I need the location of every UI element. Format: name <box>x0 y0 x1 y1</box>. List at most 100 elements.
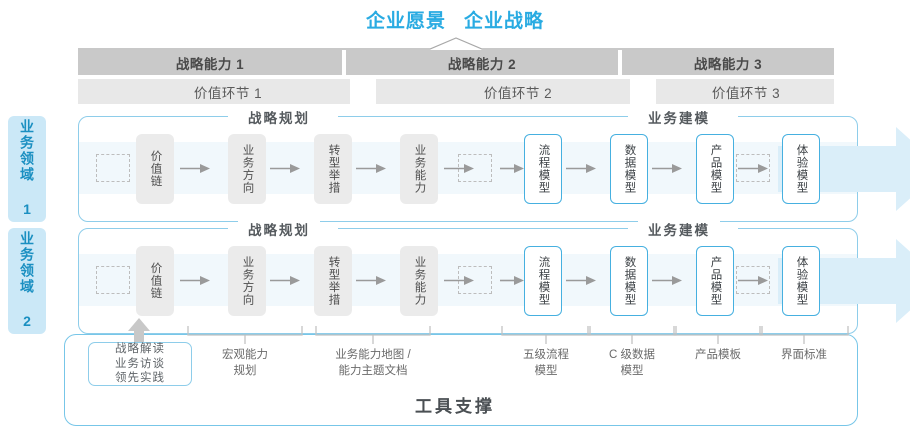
tool-label-macro-capability-l1: 宏观能力 <box>222 349 268 361</box>
row-1-arrow-8-icon <box>738 164 768 173</box>
row-1-placeholder-start <box>96 154 130 182</box>
row-2-node-business-capability[interactable]: 业务能力 <box>400 246 438 316</box>
value-chain-bar-2[interactable]: 价值环节 2 <box>378 79 658 104</box>
domain-chip-2[interactable]: 业务领域 2 <box>8 228 46 334</box>
bracket-product-template <box>673 326 763 344</box>
row-2-node-transformation-measures-label: 转型举措 <box>327 256 340 306</box>
row-1-arrow-1-icon <box>180 164 210 173</box>
capability-bar-3[interactable]: 战略能力 3 <box>622 50 834 75</box>
row-1-node-transformation-measures[interactable]: 转型举措 <box>314 134 352 204</box>
tool-label-ui-standard-l1: 界面标准 <box>781 349 827 361</box>
value-chain-bar-3[interactable]: 价值环节 3 <box>658 79 834 104</box>
tool-label-process-model-l2: 模型 <box>534 364 558 377</box>
row-2-node-data-model[interactable]: 数据模型 <box>610 246 648 316</box>
tool-label-data-model: C 级数据 模型 <box>586 348 678 379</box>
row-2-node-data-model-label: 数据模型 <box>623 256 636 306</box>
row-1-node-product-model[interactable]: 产品模型 <box>696 134 734 204</box>
row-2-node-experience-model[interactable]: 体验模型 <box>782 246 820 316</box>
tool-label-capability-map-l1: 业务能力地图 / <box>335 349 411 361</box>
row-1-node-value-chain[interactable]: 价值链 <box>136 134 174 204</box>
row-2-arrow-4-icon <box>444 276 474 285</box>
tool-label-product-template-l1: 产品模板 <box>695 349 741 361</box>
row-1-section-title-planning: 战略规划 <box>238 107 320 127</box>
row-2-node-business-capability-label: 业务能力 <box>413 256 426 306</box>
row-2-node-value-chain-label: 价值链 <box>149 262 162 300</box>
row-1-node-process-model[interactable]: 流程模型 <box>524 134 562 204</box>
row-1-section-title-modeling: 业务建模 <box>638 107 720 127</box>
bracket-process-model <box>501 326 591 344</box>
bracket-macro-capability <box>187 326 303 344</box>
row-2-section-title-modeling: 业务建模 <box>638 219 720 239</box>
row-1-arrow-4-icon <box>444 164 474 173</box>
row-2-arrow-8-icon <box>738 276 768 285</box>
tool-label-product-template: 产品模板 <box>672 348 764 364</box>
tool-label-capability-map-l2: 能力主题文档 <box>338 364 408 377</box>
tool-source-line-2: 业务访谈 <box>115 357 165 370</box>
row-1-node-data-model[interactable]: 数据模型 <box>610 134 648 204</box>
row-2-node-value-chain[interactable]: 价值链 <box>136 246 174 316</box>
row-1-node-business-direction-label: 业务方向 <box>241 144 254 194</box>
domain-chip-2-label: 业务领域 2 <box>19 231 35 331</box>
row-1-node-business-capability-label: 业务能力 <box>413 144 426 194</box>
row-1-node-business-capability[interactable]: 业务能力 <box>400 134 438 204</box>
row-2-arrow-2-icon <box>270 276 300 285</box>
tool-source-line-3: 领先实践 <box>115 372 165 385</box>
row-1-arrow-7-icon <box>652 164 682 173</box>
row-2-arrow-1-icon <box>180 276 210 285</box>
row-1-arrow-3-icon <box>356 164 386 173</box>
value-chain-chevron-2-icon <box>630 79 656 104</box>
row-2-node-experience-model-label: 体验模型 <box>795 256 808 306</box>
business-domain-row-1: 战略规划 业务建模 价值链 业务方向 转型举措 业务能力 流程模型 数据模型 产… <box>78 107 910 222</box>
row-1-node-business-direction[interactable]: 业务方向 <box>228 134 266 204</box>
tool-source-line-1: 战略解读 <box>115 342 165 355</box>
row-1-node-experience-model[interactable]: 体验模型 <box>782 134 820 204</box>
value-chain-bar-1[interactable]: 价值环节 1 <box>78 79 378 104</box>
row-2-node-process-model[interactable]: 流程模型 <box>524 246 562 316</box>
row-2-arrow-5-icon <box>500 276 524 285</box>
row-1-node-value-chain-label: 价值链 <box>149 150 162 188</box>
bracket-ui-standard <box>759 326 849 344</box>
capability-bar-2[interactable]: 战略能力 2 <box>346 50 618 75</box>
title-connector-line <box>78 37 834 50</box>
row-1-node-transformation-measures-label: 转型举措 <box>327 144 340 194</box>
capability-bar-1-label: 战略能力 1 <box>175 56 245 72</box>
capability-bar-2-label: 战略能力 2 <box>447 56 517 72</box>
value-chain-bar-3-label: 价值环节 3 <box>711 85 781 101</box>
enterprise-strategy-title: 企业战略 <box>464 11 545 32</box>
tool-support-title: 工具支撑 <box>415 397 495 416</box>
tool-label-process-model: 五级流程 模型 <box>500 348 592 379</box>
row-2-node-product-model-label: 产品模型 <box>709 256 722 306</box>
tool-label-macro-capability-l2: 规划 <box>233 364 257 377</box>
row-1-placeholder-end <box>736 154 770 182</box>
row-1-arrow-5-icon <box>500 164 524 173</box>
value-chain-bar-row: 价值环节 1 价值环节 2 价值环节 3 <box>78 79 834 104</box>
row-2-section-title-planning: 战略规划 <box>238 219 320 239</box>
row-2-arrow-3-icon <box>356 276 386 285</box>
capability-bar-row: 战略能力 1 战略能力 2 战略能力 3 <box>78 50 834 75</box>
value-chain-bar-2-label: 价值环节 2 <box>483 85 553 101</box>
tool-source-box-label: 战略解读 业务访谈 领先实践 <box>115 342 165 387</box>
source-up-arrow-icon <box>128 318 150 346</box>
row-1-node-product-model-label: 产品模型 <box>709 144 722 194</box>
bracket-data-model <box>587 326 677 344</box>
tool-label-process-model-l1: 五级流程 <box>523 349 569 361</box>
tool-support-container <box>64 334 858 426</box>
tool-label-ui-standard: 界面标准 <box>758 348 850 364</box>
row-1-arrow-6-icon <box>566 164 596 173</box>
tool-label-data-model-l2: 模型 <box>620 364 644 377</box>
row-1-arrow-2-icon <box>270 164 300 173</box>
domain-chip-1[interactable]: 业务领域 1 <box>8 116 46 222</box>
row-2-node-product-model[interactable]: 产品模型 <box>696 246 734 316</box>
row-2-node-transformation-measures[interactable]: 转型举措 <box>314 246 352 316</box>
row-2-arrow-7-icon <box>652 276 682 285</box>
tool-source-box[interactable]: 战略解读 业务访谈 领先实践 <box>88 342 192 386</box>
row-2-node-business-direction-label: 业务方向 <box>241 256 254 306</box>
business-domain-row-2: 战略规划 业务建模 价值链 业务方向 转型举措 业务能力 流程模型 数据模型 产… <box>78 219 910 334</box>
row-2-node-business-direction[interactable]: 业务方向 <box>228 246 266 316</box>
value-chain-bar-1-label: 价值环节 1 <box>193 85 263 101</box>
capability-bar-1[interactable]: 战略能力 1 <box>78 50 342 75</box>
row-2-placeholder-end <box>736 266 770 294</box>
row-2-arrow-6-icon <box>566 276 596 285</box>
row-1-node-data-model-label: 数据模型 <box>623 144 636 194</box>
